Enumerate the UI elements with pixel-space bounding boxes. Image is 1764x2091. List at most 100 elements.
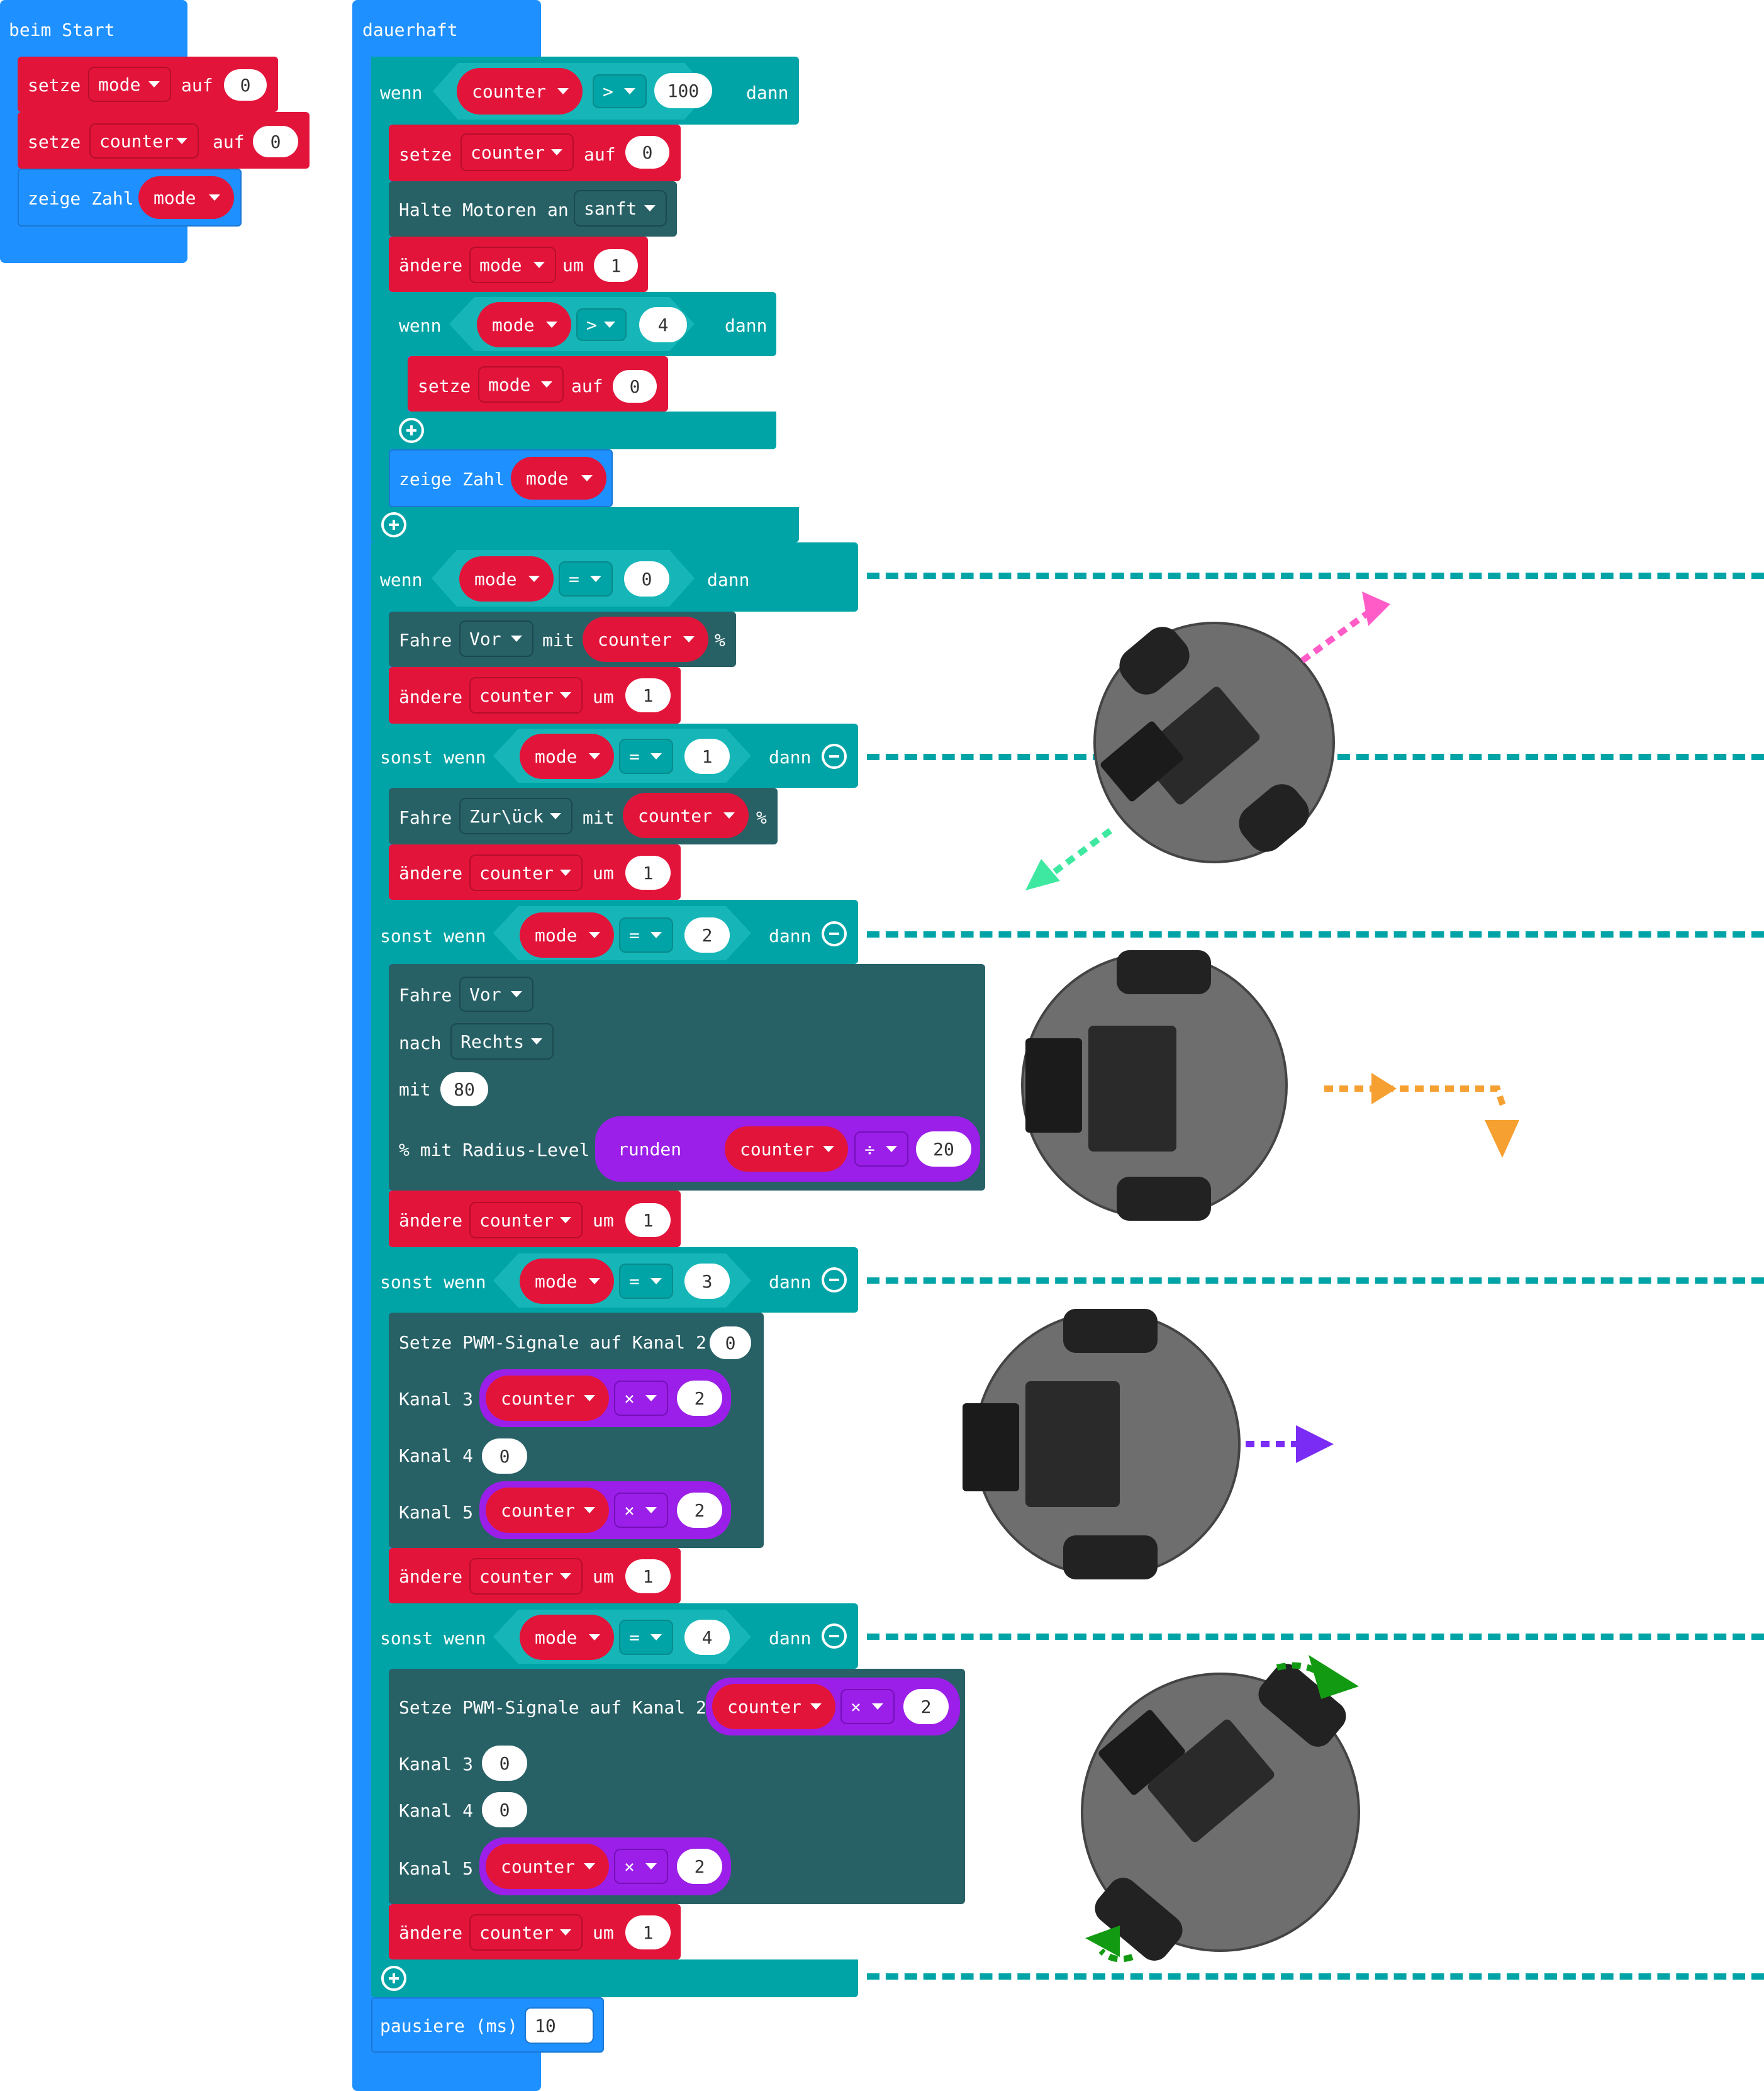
operator-dropdown[interactable]: > <box>593 74 647 108</box>
mode-variable-reporter[interactable]: mode <box>520 734 614 779</box>
counter-variable-dropdown[interactable]: counter <box>469 1558 583 1595</box>
operator-dropdown[interactable]: ÷ <box>854 1131 908 1167</box>
value-input[interactable]: 1 <box>684 739 730 774</box>
counter-variable-dropdown[interactable]: counter <box>469 1914 583 1951</box>
operator-dropdown[interactable]: = <box>619 1620 673 1655</box>
then-label: dann <box>746 82 789 103</box>
by-label: um <box>593 1566 614 1587</box>
channel3-input[interactable]: 0 <box>482 1746 527 1781</box>
multiplier-input[interactable]: 2 <box>677 1849 722 1884</box>
value-input[interactable]: 1 <box>625 1915 671 1949</box>
mode-variable-reporter[interactable]: mode <box>138 176 234 219</box>
direction-dropdown[interactable]: Vor <box>459 977 533 1012</box>
change-label: ändere <box>399 1922 463 1943</box>
by-label: um <box>562 255 584 276</box>
add-branch-icon[interactable] <box>381 1966 406 1991</box>
operator-dropdown[interactable]: = <box>559 561 613 597</box>
channel5-label: Kanal 5 <box>399 1502 474 1523</box>
pwm-label: Setze PWM-Signale auf Kanal 2 <box>399 1697 706 1718</box>
channel4-input[interactable]: 0 <box>482 1438 527 1474</box>
mode-variable-reporter[interactable]: mode <box>520 1615 614 1660</box>
to-label: auf <box>213 132 245 152</box>
else-if-label: sonst wenn <box>380 1272 486 1292</box>
value-input[interactable]: 0 <box>624 561 669 597</box>
turn-direction-dropdown[interactable]: Rechts <box>450 1023 554 1060</box>
mode-variable-reporter[interactable]: mode <box>459 556 554 602</box>
separator-line <box>867 1973 1764 1980</box>
mode-variable-reporter[interactable]: mode <box>520 912 614 958</box>
direction-dropdown[interactable]: Vor <box>459 620 533 657</box>
mode-variable-reporter[interactable]: mode <box>477 302 571 347</box>
value-input[interactable]: 1 <box>625 678 671 712</box>
channel3-label: Kanal 3 <box>399 1754 474 1774</box>
mode-variable-reporter[interactable]: mode <box>511 457 606 500</box>
with-label: mit <box>399 1079 431 1100</box>
value-input[interactable]: 0 <box>625 136 669 169</box>
value-input[interactable]: 1 <box>625 1559 671 1593</box>
operator-dropdown[interactable]: > <box>576 308 627 341</box>
counter-variable-reporter[interactable]: counter <box>486 1488 609 1533</box>
robot-forward-illustration <box>1025 591 1390 890</box>
remove-branch-icon[interactable] <box>822 921 847 946</box>
value-input[interactable]: 3 <box>684 1264 730 1299</box>
channel3-label: Kanal 3 <box>399 1389 474 1410</box>
operator-dropdown[interactable]: × <box>614 1381 668 1416</box>
counter-variable-reporter[interactable]: counter <box>486 1844 609 1889</box>
remove-branch-icon[interactable] <box>822 1623 847 1649</box>
counter-variable-dropdown[interactable]: counter <box>469 855 583 891</box>
stop-mode-dropdown[interactable]: sanft <box>574 190 667 227</box>
separator-line <box>867 931 1764 938</box>
value-input[interactable]: 0 <box>253 126 298 157</box>
operator-dropdown[interactable]: × <box>614 1849 668 1884</box>
operator-dropdown[interactable]: = <box>619 739 673 774</box>
counter-variable-dropdown[interactable]: counter <box>461 133 574 171</box>
set-label: setze <box>28 75 81 96</box>
add-branch-icon[interactable] <box>399 418 424 443</box>
counter-variable-dropdown[interactable]: counter <box>469 677 583 714</box>
divisor-input[interactable]: 20 <box>916 1131 971 1167</box>
to-label: auf <box>584 144 616 165</box>
multiplier-input[interactable]: 2 <box>903 1689 949 1724</box>
add-branch-icon[interactable] <box>381 512 406 537</box>
mode-variable-dropdown[interactable]: mode <box>469 247 556 283</box>
value-input[interactable]: 4 <box>639 307 687 342</box>
value-input[interactable]: 1 <box>625 856 671 890</box>
counter-variable-dropdown[interactable]: counter <box>89 123 199 159</box>
pause-duration-dropdown[interactable]: 10 <box>525 2007 594 2044</box>
value-input[interactable]: 4 <box>684 1620 730 1655</box>
counter-variable-reporter[interactable]: counter <box>486 1376 609 1421</box>
counter-variable-dropdown[interactable]: counter <box>469 1202 583 1238</box>
operator-dropdown[interactable]: × <box>614 1493 668 1528</box>
mode-variable-reporter[interactable]: mode <box>520 1259 614 1304</box>
set-label: setze <box>418 376 471 396</box>
with-label: mit <box>542 630 574 651</box>
direction-dropdown[interactable]: Zur\ück <box>459 798 572 834</box>
value-input[interactable]: 0 <box>224 69 267 101</box>
counter-variable-reporter[interactable]: counter <box>623 793 749 838</box>
remove-branch-icon[interactable] <box>822 1267 847 1292</box>
mode-variable-dropdown[interactable]: mode <box>88 67 171 102</box>
multiplier-input[interactable]: 2 <box>677 1493 722 1528</box>
counter-variable-reporter[interactable]: counter <box>712 1684 835 1729</box>
value-input[interactable]: 0 <box>613 370 657 403</box>
value-input[interactable]: 1 <box>594 249 638 282</box>
channel2-input[interactable]: 0 <box>710 1326 751 1359</box>
counter-variable-reporter[interactable]: counter <box>583 617 708 662</box>
mode-variable-dropdown[interactable]: mode <box>478 366 564 403</box>
operator-dropdown[interactable]: = <box>619 1264 673 1299</box>
if-label: wenn <box>380 82 423 103</box>
then-label: dann <box>707 569 750 590</box>
operator-dropdown[interactable]: = <box>619 917 673 953</box>
value-input[interactable]: 100 <box>654 73 712 108</box>
speed-input[interactable]: 80 <box>440 1072 488 1106</box>
counter-variable-reporter[interactable]: counter <box>457 68 583 115</box>
channel4-input[interactable]: 0 <box>482 1792 527 1827</box>
separator-line <box>867 573 1764 579</box>
multiplier-input[interactable]: 2 <box>677 1381 722 1416</box>
value-input[interactable]: 1 <box>625 1203 671 1237</box>
operator-dropdown[interactable]: × <box>840 1689 895 1724</box>
counter-variable-reporter[interactable]: counter <box>725 1126 848 1172</box>
if-block-spine <box>371 57 390 541</box>
value-input[interactable]: 2 <box>684 917 730 953</box>
remove-branch-icon[interactable] <box>822 744 847 769</box>
